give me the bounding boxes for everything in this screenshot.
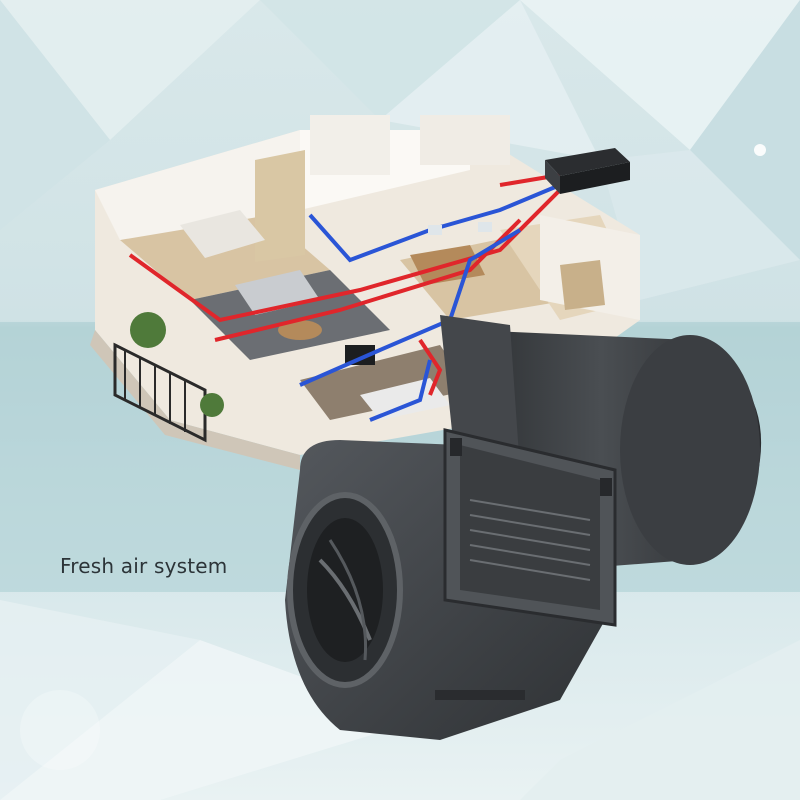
balcony-railing (113, 342, 207, 443)
duct-unit-icon (545, 148, 630, 194)
caption-text: Fresh air system (60, 554, 228, 578)
impeller-icon (469, 499, 591, 581)
